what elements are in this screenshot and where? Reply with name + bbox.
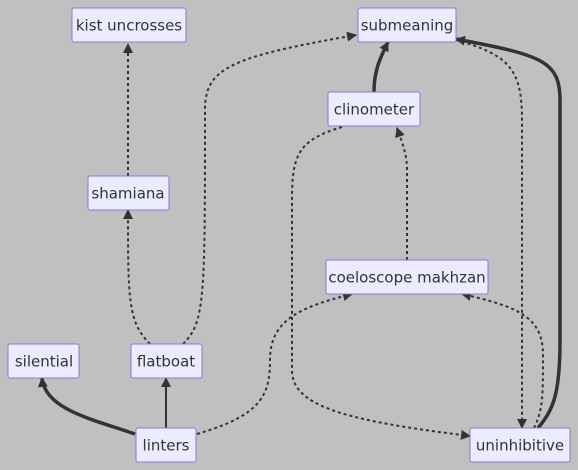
edge-flatboat-to-submeaning <box>182 31 357 345</box>
node-shamiana[interactable]: shamiana <box>87 175 170 211</box>
edge-clinometer-to-submeaning <box>372 41 390 93</box>
node-label: submeaning <box>361 17 454 35</box>
edge-submeaning-to-uninhibitive <box>455 39 527 429</box>
edge-linters-to-silential <box>37 377 136 436</box>
node-label: kist uncrosses <box>76 17 182 35</box>
node-box <box>135 427 197 463</box>
node-box <box>7 343 80 379</box>
node-uninhibitive[interactable]: uninhibitive <box>469 427 571 463</box>
edge-linters-to-coeloscope <box>196 291 353 435</box>
node-label: uninhibitive <box>476 437 564 455</box>
node-submeaning[interactable]: submeaning <box>357 7 457 43</box>
edge-coeloscope-to-clinometer <box>395 127 408 260</box>
node-silential[interactable]: silential <box>7 343 80 379</box>
node-coeloscope-makhzan[interactable]: coeloscope makhzan <box>325 259 489 295</box>
node-label: coeloscope makhzan <box>328 269 485 287</box>
node-flatboat[interactable]: flatboat <box>130 343 203 379</box>
node-box <box>87 175 170 211</box>
node-box <box>71 7 187 43</box>
edges <box>37 31 562 440</box>
edge-flatboat-to-shamiana <box>123 209 151 345</box>
node-label: silential <box>15 353 73 371</box>
node-box <box>469 427 571 463</box>
node-kist-uncrosses[interactable]: kist uncrosses <box>71 7 187 43</box>
node-box <box>325 259 489 295</box>
edge-uninhibitive-to-submeaning <box>455 35 562 430</box>
node-box <box>327 91 421 127</box>
node-label: linters <box>143 437 190 455</box>
node-label: shamiana <box>91 185 164 203</box>
node-box <box>357 7 457 43</box>
node-box <box>130 343 203 379</box>
node-label: clinometer <box>334 101 415 119</box>
node-clinometer[interactable]: clinometer <box>327 91 421 127</box>
edge-clinometer-to-uninhibitive <box>291 126 471 440</box>
node-label: flatboat <box>137 353 195 371</box>
edge-uninhibitive-to-coeloscope <box>461 291 545 429</box>
nodes: kist uncrosses submeaning clinometer sha… <box>7 7 571 463</box>
node-linters[interactable]: linters <box>135 427 197 463</box>
